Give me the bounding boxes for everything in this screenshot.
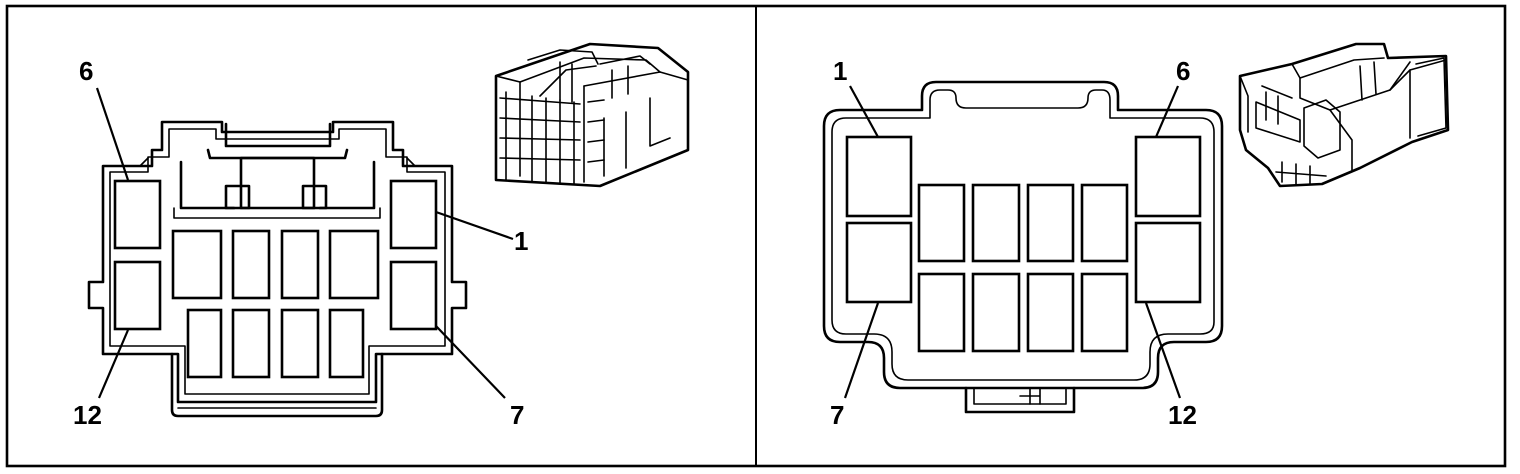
cavity-11 (186, 308, 223, 379)
left-connector-face (87, 120, 468, 418)
cavity-8 (917, 272, 966, 353)
left-connector-isometric-icon (494, 42, 690, 188)
pin-label-6: 6 (1176, 56, 1190, 86)
leader-line-7 (435, 325, 506, 399)
right-connector-isometric-icon (1238, 42, 1450, 188)
cavity-2 (917, 183, 966, 263)
cavity-4 (231, 229, 271, 300)
right-panel: 1 6 7 12 (822, 42, 1450, 430)
pin-label-1: 1 (514, 226, 528, 256)
pin-label-7: 7 (830, 400, 844, 430)
cavity-5 (1080, 183, 1129, 263)
cavity-1 (389, 179, 438, 250)
cavity-2 (328, 229, 380, 300)
cavity-10 (231, 308, 271, 379)
cavity-4 (1026, 183, 1075, 263)
leader-line-12 (97, 329, 130, 399)
cavity-7 (389, 260, 438, 331)
pin-label-12: 12 (73, 400, 102, 430)
left-panel: 6 1 12 7 (73, 42, 690, 430)
cavity-12 (113, 260, 162, 331)
leader-line-6 (1154, 85, 1180, 138)
pin-label-7: 7 (510, 400, 524, 430)
cavity-11 (1080, 272, 1129, 353)
leader-line-1 (435, 210, 514, 241)
leader-line-12 (1144, 302, 1182, 399)
cavity-10 (1026, 272, 1075, 353)
cavity-7 (845, 221, 913, 304)
pin-label-6: 6 (79, 56, 93, 86)
cavity-6 (113, 179, 162, 250)
cavity-3 (280, 229, 320, 300)
cavity-8 (328, 308, 365, 379)
pin-label-12: 12 (1168, 400, 1197, 430)
cavity-9 (971, 272, 1021, 353)
cavity-6 (1134, 135, 1202, 218)
leader-line-1 (849, 85, 879, 138)
cavity-12 (1134, 221, 1202, 304)
pin-label-1: 1 (833, 56, 847, 86)
right-connector-face (822, 80, 1224, 414)
cavity-5 (171, 229, 223, 300)
cavity-9 (280, 308, 320, 379)
leader-line-7 (843, 302, 880, 399)
cavity-3 (971, 183, 1021, 263)
leader-line-6 (95, 87, 130, 181)
cavity-1 (845, 135, 913, 218)
